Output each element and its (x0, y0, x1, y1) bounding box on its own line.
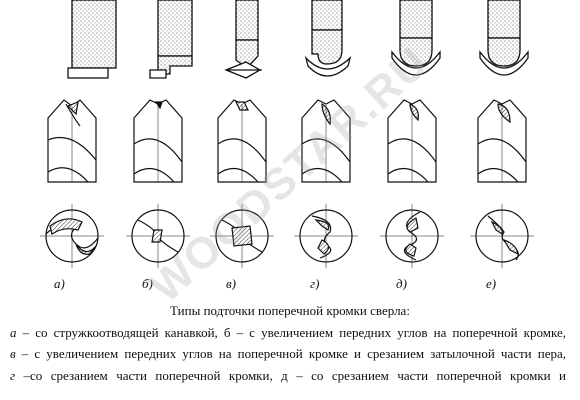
drill-tips-row (47, 99, 527, 183)
figure-caption: Типы подточки поперечной кромки сверла: … (0, 300, 580, 386)
drill-tip-d (301, 99, 351, 183)
variant-label-a: а) (54, 276, 65, 290)
caption-letter-g: г (10, 367, 16, 383)
grinding-wheel-f (479, 0, 529, 76)
drill-tip-a (47, 99, 97, 183)
grinding-wheel-a (67, 0, 117, 79)
caption-line-3: г –со срезанием части поперечной кромки,… (0, 365, 580, 387)
end-view-d (294, 204, 358, 268)
grinding-wheel-b (149, 0, 193, 79)
caption-line-2: в – с увеличением передних углов на попе… (0, 343, 580, 365)
caption-text-1: – со стружкоотводящей канавкой, б – с ув… (16, 324, 566, 340)
end-views-row (40, 204, 534, 268)
end-view-f (470, 204, 534, 268)
drill-tip-e (387, 99, 437, 183)
drill-tip-c (217, 99, 267, 183)
caption-line-1: а – со стружкоотводящей канавкой, б – с … (0, 322, 580, 344)
variant-label-f: е) (486, 276, 496, 290)
caption-text-3: –со срезанием части поперечной кромки, д… (15, 367, 566, 383)
end-view-c (210, 204, 274, 268)
variant-label-d: г) (310, 276, 319, 290)
variant-label-c: в) (226, 276, 236, 290)
grinding-wheel-c (224, 0, 262, 79)
end-view-b (126, 204, 190, 268)
end-view-e (380, 204, 444, 268)
caption-letter-a: а (10, 324, 17, 340)
caption-letter-v: в (10, 346, 16, 361)
variant-label-b: б) (142, 276, 153, 290)
grinding-tools-row (67, 0, 529, 79)
drill-tip-f (477, 99, 527, 183)
caption-text-2: – с увеличением передних углов на попере… (15, 346, 566, 361)
caption-title: Типы подточки поперечной кромки сверла: (170, 303, 410, 318)
drill-tip-b (133, 99, 183, 183)
drill-point-diagram: а) б) в) г) д) е) (40, 0, 534, 290)
variant-labels: а) б) в) г) д) е) (54, 276, 496, 290)
grinding-wheel-d (304, 0, 352, 77)
variant-label-e: д) (396, 276, 407, 290)
end-view-a (40, 204, 104, 268)
grinding-wheel-e (391, 0, 441, 76)
